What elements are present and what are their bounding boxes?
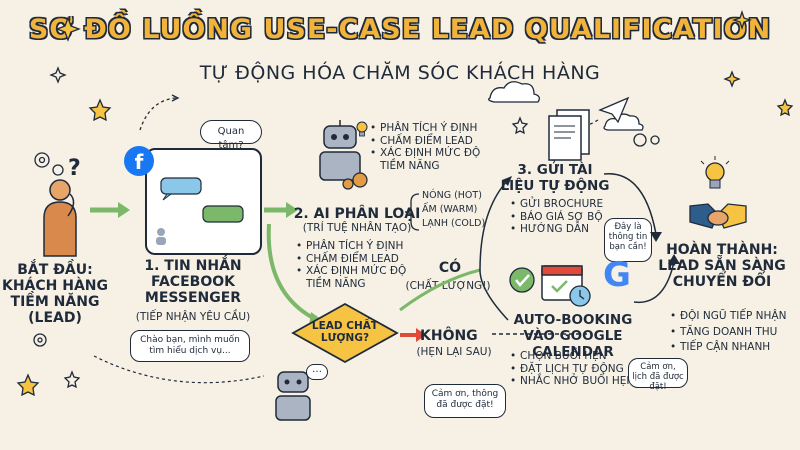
cloud-icon xyxy=(603,113,644,131)
star-icon xyxy=(511,116,529,135)
gear-icon xyxy=(633,133,647,147)
star-icon xyxy=(88,98,112,122)
bullet-item: XÁC ĐỊNH MỨC ĐỘ TIỀM NĂNG xyxy=(296,265,416,290)
messenger-line: FACEBOOK xyxy=(151,274,235,290)
customer-chat-bubble: Chào bạn, mình muốn tìm hiểu dịch vụ... xyxy=(130,330,250,362)
decision-diamond xyxy=(291,302,399,364)
arrow-no xyxy=(400,328,426,342)
start-line: BẮT ĐẦU: xyxy=(17,262,93,278)
bottom-confirm-bubble: Cảm ơn, thông đã được đặt! xyxy=(424,384,506,418)
send-docs-title: 3. GỬI TÀI LIỆU TỰ ĐỘNG xyxy=(500,162,610,194)
ai-classify-title: 2. AI PHÂN LOẠI xyxy=(293,206,421,222)
bullet-item: TĂNG DOANH THU xyxy=(670,326,795,339)
bullet-item: HƯỚNG DẪN xyxy=(510,223,620,236)
bullet-item: ĐỘI NGŨ TIẾP NHẬN xyxy=(670,310,795,323)
star-icon xyxy=(776,98,794,117)
quan-tam-bubble: Quan tâm? xyxy=(200,120,262,151)
paper-plane-icon xyxy=(598,96,630,124)
bullet-item: NHẮC NHỞ BUỔI HẸN xyxy=(510,375,640,388)
facebook-icon: f xyxy=(124,146,154,176)
no-label: KHÔNG xyxy=(420,328,478,344)
documents-icon xyxy=(548,109,590,161)
robot-bottom-icon xyxy=(275,371,311,421)
level-warm: ẤM (WARM) xyxy=(422,204,478,215)
gear-icon xyxy=(52,164,64,176)
docs-bubble: Đây là thông tin bạn cần! xyxy=(604,218,652,262)
arrow-booking-to-finish xyxy=(633,254,680,304)
bullet-item: CHẤM ĐIỂM LEAD xyxy=(296,253,436,266)
bullet-item: GỬI BROCHURE xyxy=(510,198,620,211)
start-line: (LEAD) xyxy=(28,310,82,326)
ai-classify-bullets: PHÂN TÍCH Ý ĐỊNH CHẤM ĐIỂM LEAD XÁC ĐỊNH… xyxy=(296,240,436,290)
typing-bubble-icon: … xyxy=(306,364,328,380)
no-subtitle: (HẸN LẠI SAU) xyxy=(416,346,492,358)
booking-bullets: CHỌN BUỔI HẸN ĐẶT LỊCH TỰ ĐỘNG NHẮC NHỞ … xyxy=(510,350,640,388)
robot-icon xyxy=(319,120,368,190)
messenger-line: MESSENGER xyxy=(144,290,242,306)
bullet-item: PHÂN TÍCH Ý ĐỊNH xyxy=(370,122,510,135)
yes-subtitle: (CHẤT LƯỢNG!) xyxy=(405,280,491,292)
start-label: BẮT ĐẦU: KHÁCH HÀNG TIỀM NĂNG (LEAD) xyxy=(0,262,110,326)
messenger-subtitle: (TIẾP NHẬN YÊU CẦU) xyxy=(135,311,251,323)
robot-top-bullets: PHÂN TÍCH Ý ĐỊNH CHẤM ĐIỂM LEAD XÁC ĐỊNH… xyxy=(370,122,510,172)
star-icon xyxy=(63,370,81,389)
start-line: TIỀM NĂNG xyxy=(10,294,100,310)
booking-icons xyxy=(509,265,591,307)
arrow-messenger-to-ai xyxy=(264,202,298,218)
star-icon xyxy=(16,373,40,397)
ai-classify-subtitle: (TRÍ TUỆ NHÂN TẠO) xyxy=(302,222,412,234)
arrow-docs-to-finish xyxy=(603,173,662,242)
handshake-icon xyxy=(689,203,747,229)
diagram-subtitle: TỰ ĐỘNG HÓA CHĂM SÓC KHÁCH HÀNG xyxy=(199,62,601,84)
google-icon: G xyxy=(603,255,631,295)
gear-icon xyxy=(650,135,660,145)
gear-icon xyxy=(34,152,50,168)
level-cold: LẠNH (COLD) xyxy=(422,218,486,229)
bullet-item: TIẾP CẬN NHANH xyxy=(670,341,795,354)
lead-levels: NÓNG (HOT) ẤM (WARM) LẠNH (COLD) xyxy=(422,190,512,229)
yes-label: CÓ xyxy=(438,260,462,276)
arrow-start-to-messenger xyxy=(90,202,130,218)
chat-icon xyxy=(156,177,244,245)
gear-icon xyxy=(33,333,47,347)
send-docs-bullets: GỬI BROCHURE BÁO GIÁ SƠ BỘ HƯỚNG DẪN xyxy=(510,198,620,236)
decision-label: LEAD CHẤT LƯỢNG? xyxy=(311,320,379,344)
bullet-item: CHẤM ĐIỂM LEAD xyxy=(370,135,510,148)
level-hot: NÓNG (HOT) xyxy=(422,190,482,201)
person-icon xyxy=(43,179,77,257)
arrow-yes-branches xyxy=(399,176,512,321)
diagram-title: SƠ ĐỒ LUỒNG USE-CASE LEAD QUALIFICATION xyxy=(28,14,772,45)
lightbulb-small-icon xyxy=(356,121,368,137)
lightbulb-icon xyxy=(700,156,730,189)
check-icon xyxy=(509,267,535,293)
messenger-line: 1. TIN NHẮN xyxy=(144,258,242,274)
dashed-curve xyxy=(93,355,265,384)
finish-title: HOÀN THÀNH: LEAD SẴN SÀNG CHUYỂN ĐỔI xyxy=(658,242,786,290)
start-line: KHÁCH HÀNG xyxy=(1,278,109,294)
finish-bullets: ĐỘI NGŨ TIẾP NHẬN TĂNG DOANH THU TIẾP CẬ… xyxy=(670,310,795,354)
bullet-item: XÁC ĐỊNH MỨC ĐỘ TIỀM NĂNG xyxy=(370,147,490,172)
bullet-item: CHỌN BUỔI HẸN xyxy=(510,350,640,363)
bracket-icon xyxy=(404,193,420,231)
bullet-item: ĐẶT LỊCH TỰ ĐỘNG xyxy=(510,363,640,376)
cloud-icon xyxy=(488,81,540,103)
arrow-no-to-booking xyxy=(492,333,592,335)
bullet-item: BÁO GIÁ SƠ BỘ xyxy=(510,211,620,224)
messenger-label: 1. TIN NHẮN FACEBOOK MESSENGER xyxy=(118,258,268,306)
booking-bubble: Cảm ơn, lịch đã được đặt! xyxy=(628,358,688,392)
bullet-item: PHÂN TÍCH Ý ĐỊNH xyxy=(296,240,436,253)
messenger-screen xyxy=(145,148,262,255)
